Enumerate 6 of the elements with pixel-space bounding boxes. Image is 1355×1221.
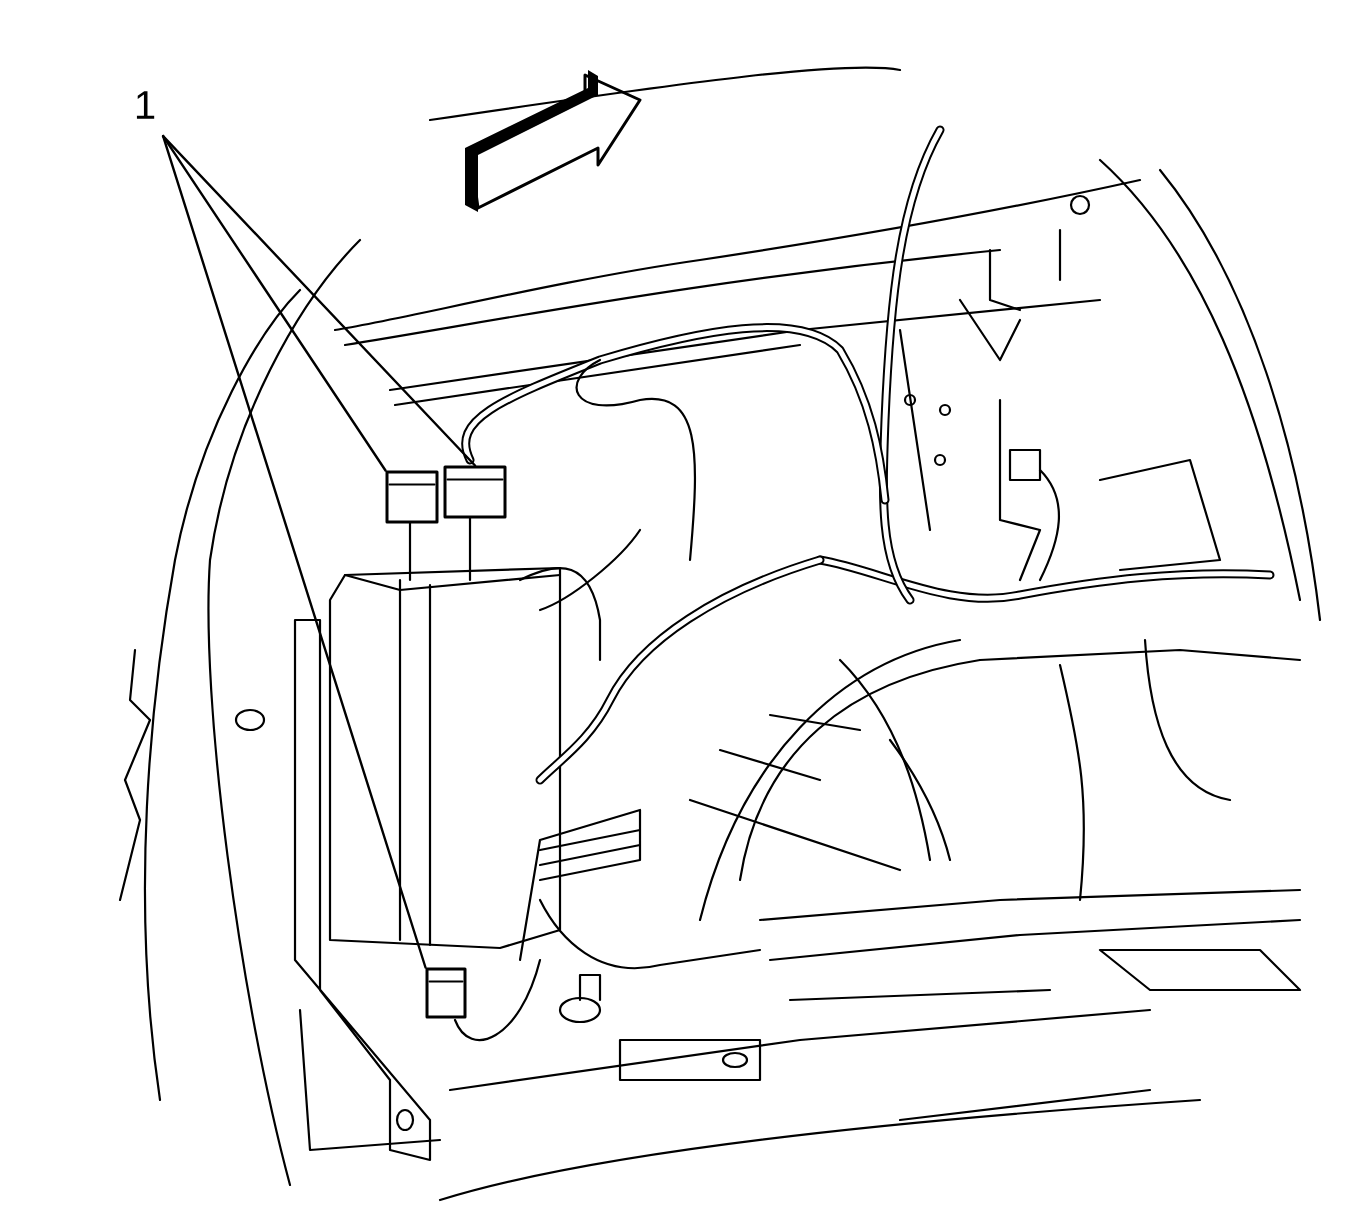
connector — [385, 470, 439, 524]
callout-number: 1 — [136, 91, 155, 119]
leader-line — [161, 134, 477, 467]
leader-line — [161, 134, 427, 969]
connector — [443, 465, 507, 519]
connector — [425, 967, 467, 1019]
